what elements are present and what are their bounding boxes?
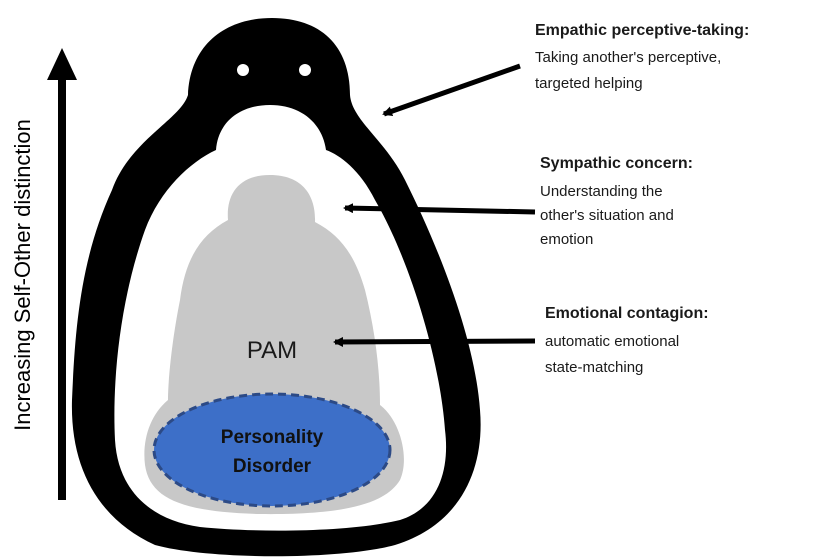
annotation-contagion-title: Emotional contagion:: [545, 305, 709, 322]
annotation-sympathic-line-1: Understanding the: [540, 183, 663, 200]
disorder-label-line-1: Personality: [221, 427, 324, 448]
left-eye: [237, 64, 249, 76]
annotation-empathic-line-1: Taking another's perceptive,: [535, 49, 721, 66]
disorder-label-line-2: Disorder: [233, 456, 312, 477]
annotation-sympathic: Sympathic concern: Understanding the oth…: [540, 155, 693, 248]
axis-label: Increasing Self-Other distinction: [10, 119, 35, 431]
annotation-sympathic-title: Sympathic concern:: [540, 155, 693, 172]
pointer-arrow-contagion: [333, 336, 536, 347]
annotation-empathic-title: Empathic perceptive-taking:: [535, 22, 749, 39]
right-eye: [299, 64, 311, 76]
annotation-empathic: Empathic perceptive-taking: Taking anoth…: [535, 22, 749, 92]
annotation-contagion-line-2: state-matching: [545, 359, 643, 376]
annotation-contagion-line-1: automatic emotional: [545, 333, 679, 350]
axis-arrow-head: [47, 48, 77, 80]
annotation-sympathic-line-2: other's situation and: [540, 207, 674, 224]
annotation-empathic-line-2: targeted helping: [535, 75, 643, 92]
pam-label: PAM: [247, 337, 297, 364]
pointer-arrow-sympathic: [343, 203, 536, 215]
pointer-arrow-empathic: [382, 63, 521, 117]
annotation-sympathic-line-3: emotion: [540, 231, 593, 248]
personality-disorder-core: [152, 392, 392, 508]
annotation-contagion: Emotional contagion: automatic emotional…: [545, 305, 709, 376]
